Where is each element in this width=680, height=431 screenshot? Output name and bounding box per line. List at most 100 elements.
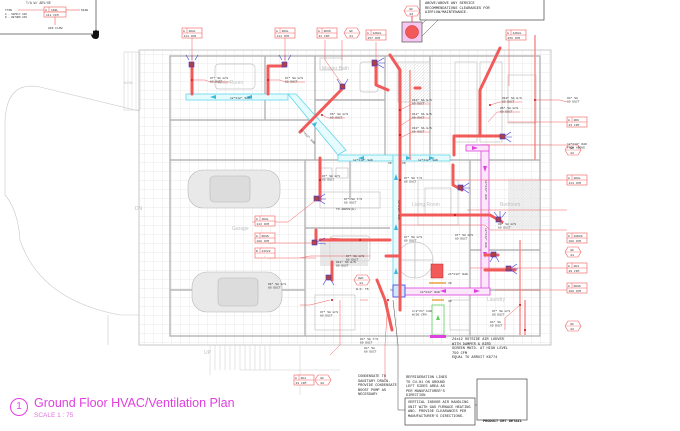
room-label-ante: Ante Room — [218, 80, 243, 86]
air-tag[interactable]: A 10D8S 190 CFM — [566, 232, 588, 244]
air-tag[interactable]: R 24X22 - — [254, 247, 276, 259]
svg-text:01: 01 — [360, 282, 364, 285]
svg-text:A: A — [568, 285, 570, 288]
label-to-above: TO ABOVE(E) — [336, 207, 356, 211]
svg-text:29 CFM: 29 CFM — [569, 270, 580, 273]
drawing-title: Ground Floor HVAC/Ventilation Plan — [34, 396, 235, 410]
svg-text:EF: EF — [410, 8, 414, 11]
svg-text:01: 01 — [350, 35, 354, 38]
label-up: UP — [204, 350, 212, 356]
detail-box-caption: PRODUCT DET DETAIL — [483, 420, 522, 424]
note-outside-air: 24x12 OUTSIDE AIR LOUVER WITH DAMPER & B… — [452, 338, 509, 361]
label-vd: VD — [388, 162, 392, 165]
return-grille — [430, 263, 444, 279]
svg-text:EF: EF — [350, 30, 354, 33]
return-label: 12"X12" RAD — [484, 180, 488, 200]
label-dn: DN — [135, 206, 143, 212]
svg-text:A: A — [256, 235, 258, 238]
svg-text:01: 01 — [571, 254, 575, 257]
svg-text:R: R — [256, 250, 258, 253]
svg-text:02: 02 — [571, 152, 575, 155]
svg-text:A - SUPPLY AIR: A - SUPPLY AIR — [5, 13, 27, 16]
fan-tag[interactable]: EF 02 — [564, 144, 582, 156]
return-label: 12"X12" RAD — [484, 228, 488, 248]
return-label: 12"X12" SAD — [397, 200, 401, 220]
drawing-scale: SCALE 1 : 75 — [34, 412, 74, 419]
air-tag[interactable]: A 6D8S 100 CFM — [254, 232, 276, 244]
svg-text:100 CFM: 100 CFM — [257, 240, 270, 243]
svg-text:257 CFM: 257 CFM — [368, 37, 381, 40]
svg-text:4D4: 4D4 — [301, 377, 307, 380]
svg-text:A: A — [256, 218, 258, 221]
stairs-bottom — [209, 344, 340, 395]
svg-text:113 CFM: 113 CFM — [569, 182, 582, 185]
label-vd: VD — [448, 300, 452, 303]
svg-text:-: - — [264, 255, 266, 258]
fan-tag[interactable]: EF 03 — [403, 5, 421, 17]
room-label-laundry: Laundry — [487, 297, 506, 303]
return-air-ducts — [185, 93, 451, 296]
return-label: 12"X12" SAD — [353, 158, 373, 162]
svg-text:EF: EF — [571, 249, 575, 252]
svg-text:111 CFM: 111 CFM — [277, 35, 290, 38]
detail-box — [476, 378, 528, 421]
exhaust-fan-unit[interactable] — [401, 5, 445, 43]
hand-cursor-icon — [91, 30, 99, 39]
svg-text:4D4: 4D4 — [574, 265, 580, 268]
svg-text:A: A — [276, 30, 278, 33]
svg-text:A: A — [507, 32, 509, 35]
note-box-top-right — [419, 0, 545, 21]
fan-tag[interactable]: EF 01 — [343, 27, 361, 39]
label-vd: VD — [448, 282, 452, 285]
svg-text:12D8L: 12D8L — [513, 32, 522, 35]
svg-text:31 CFM: 31 CFM — [319, 35, 330, 38]
svg-text:24X22: 24X22 — [262, 250, 271, 253]
room-label-master-bath: Master Bath — [322, 66, 349, 72]
svg-text:A: A — [295, 377, 297, 380]
svg-text:256 CFM: 256 CFM — [508, 37, 521, 40]
return-label: 24"X12" RAD — [448, 272, 468, 276]
svg-text:A: A — [45, 9, 47, 12]
svg-text:1D8L: 1D8L — [574, 177, 581, 180]
svg-text:10D8S: 10D8S — [574, 235, 583, 238]
view-number-badge: 1 — [10, 398, 28, 416]
air-tag[interactable]: A 12D8L 256 CFM — [505, 29, 527, 41]
svg-text:EF: EF — [321, 377, 325, 380]
svg-text:A: A — [568, 235, 570, 238]
fan-tag[interactable]: EF 01 — [564, 246, 582, 258]
svg-text:03: 03 — [410, 13, 414, 16]
svg-text:1D8L: 1D8L — [51, 9, 58, 12]
svg-text:111 CFM: 111 CFM — [46, 14, 59, 17]
svg-text:1D8L: 1D8L — [282, 30, 289, 33]
svg-text:SIZE: SIZE — [81, 9, 88, 12]
svg-text:EF: EF — [571, 147, 575, 150]
svg-text:1D8L: 1D8L — [262, 218, 269, 221]
air-tag[interactable]: A 1D8L 111 CFM — [274, 27, 296, 39]
svg-text:190 CFM: 190 CFM — [569, 240, 582, 243]
svg-text:EF: EF — [571, 323, 575, 326]
svg-text:6D8S: 6D8S — [262, 235, 269, 238]
